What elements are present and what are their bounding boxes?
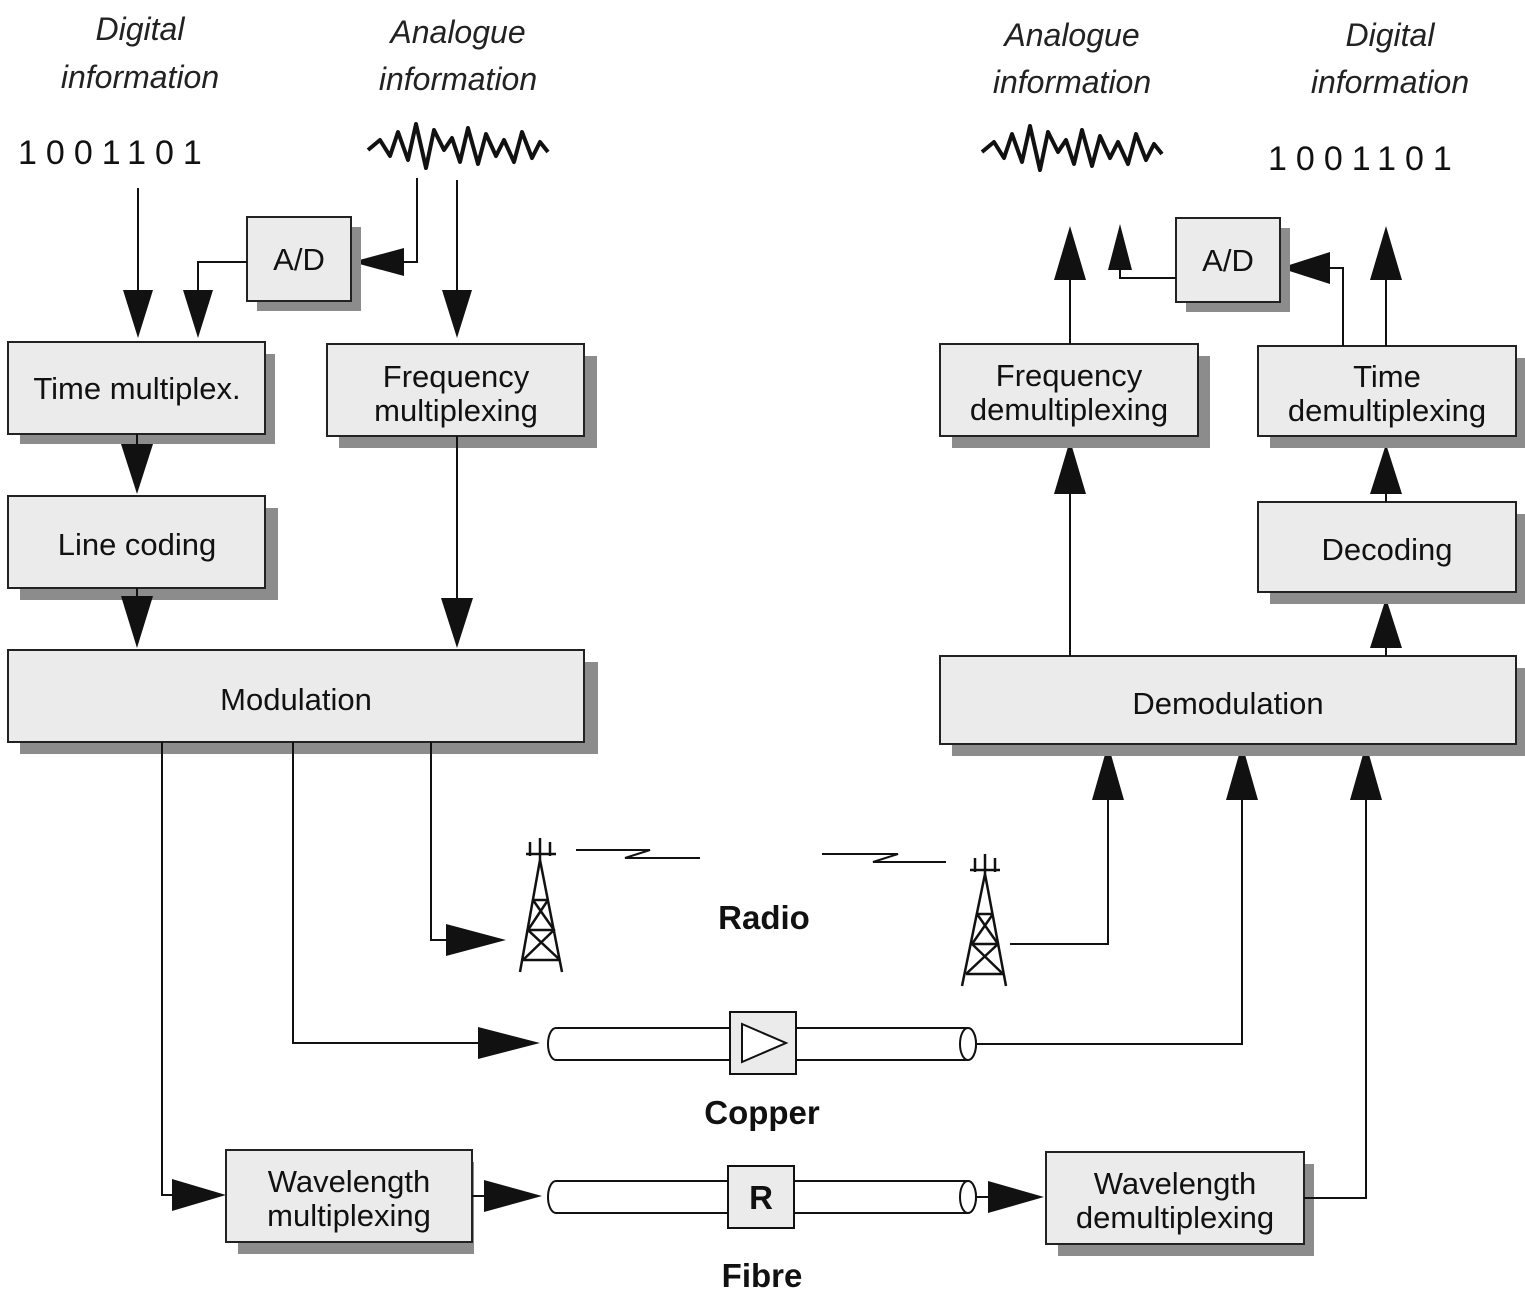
time-multiplex-box	[7, 341, 266, 435]
arrow-into-ad-left	[352, 248, 404, 276]
wavelength-multiplexing-box	[225, 1149, 473, 1243]
arrow-into-radio-tx	[446, 924, 506, 956]
arrow-into-line-coding	[121, 444, 153, 494]
frequency-demultiplexing-label-1: Frequency	[996, 358, 1143, 393]
line-mod-to-copper	[292, 742, 500, 1044]
source-analogue-wave-icon	[366, 122, 550, 170]
arrow-into-mod-2	[441, 598, 473, 648]
arrow-into-demod-2	[1226, 744, 1258, 800]
arrow-into-demod-3	[1350, 744, 1382, 800]
frequency-demultiplexing-label-2: demultiplexing	[970, 392, 1168, 427]
dest-analogue-heading-line1: Analogue	[1002, 17, 1139, 53]
arrow-into-fibre	[484, 1180, 542, 1212]
line-analogue-to-ad	[380, 178, 418, 263]
source-analogue-heading: Analogue information	[379, 14, 537, 97]
wavelength-demultiplexing-label-1: Wavelength	[1094, 1166, 1257, 1201]
line-wddm-to-demod	[1304, 790, 1367, 1199]
arrow-into-mod-1	[121, 596, 153, 648]
arrow-into-decoding	[1370, 598, 1402, 648]
demodulation-label: Demodulation	[1132, 686, 1323, 721]
source-digital-heading-line2: information	[61, 59, 219, 95]
fibre-label: Fibre	[722, 1257, 803, 1293]
wavelength-multiplexing-label-2: multiplexing	[267, 1198, 431, 1233]
time-demultiplexing-box	[1257, 345, 1517, 437]
radio-tower-tx-icon	[518, 838, 564, 973]
arrow-out-ad	[1108, 224, 1132, 270]
time-demultiplexing-label-2: demultiplexing	[1288, 393, 1486, 428]
arrow-into-tmux-1	[123, 290, 153, 338]
wavelength-demultiplexing-box	[1045, 1151, 1305, 1245]
arrow-into-fdemux	[1054, 440, 1086, 494]
dest-analogue-heading: Analogue information	[993, 17, 1151, 100]
ad-left-label: A/D	[273, 242, 325, 277]
decoding-label: Decoding	[1322, 532, 1453, 567]
radio-label: Radio	[718, 899, 810, 936]
time-multiplex-label: Time multiplex.	[33, 371, 240, 406]
line-radio-to-demod	[1010, 790, 1109, 945]
wavelength-multiplexing-label-1: Wavelength	[268, 1164, 431, 1199]
dest-bits: 1001101	[1268, 140, 1461, 178]
line-coding-box	[7, 495, 266, 589]
line-coding-label: Line coding	[58, 527, 217, 562]
arrow-into-fmux	[442, 290, 472, 338]
radio-link-left	[576, 849, 700, 859]
arrow-into-wddm	[988, 1181, 1044, 1213]
source-analogue-heading-line1: Analogue	[388, 14, 525, 50]
source-bits: 1001101	[18, 134, 211, 172]
ad-right-label: A/D	[1202, 243, 1254, 278]
dest-digital-heading-line2: information	[1311, 64, 1469, 100]
wavelength-demultiplexing-label-2: demultiplexing	[1076, 1200, 1274, 1235]
dest-analogue-heading-line2: information	[993, 64, 1151, 100]
line-mod-to-radio	[430, 742, 470, 941]
repeater-label: R	[749, 1179, 773, 1216]
dest-digital-heading-line1: Digital	[1346, 17, 1436, 53]
demodulation-box	[939, 655, 1517, 745]
arrow-into-copper	[478, 1027, 540, 1059]
arrow-into-tdemux	[1370, 444, 1402, 494]
frequency-multiplexing-label-2: multiplexing	[374, 393, 538, 428]
dest-digital-heading: Digital information	[1311, 17, 1469, 100]
frequency-multiplexing-label-1: Frequency	[383, 359, 530, 394]
time-demultiplexing-label-1: Time	[1353, 359, 1421, 394]
line-copper-to-demod	[976, 790, 1243, 1045]
modulation-label: Modulation	[220, 682, 372, 717]
dest-analogue-wave-icon	[980, 124, 1164, 172]
radio-tower-rx-icon	[960, 854, 1008, 987]
source-digital-heading-line1: Digital	[96, 11, 186, 47]
arrow-into-wdm	[172, 1179, 226, 1211]
arrow-out-digital	[1370, 226, 1402, 280]
ad-left-box	[246, 216, 352, 302]
line-mod-to-wdm	[161, 742, 190, 1196]
source-analogue-heading-line2: information	[379, 61, 537, 97]
ad-right-box	[1175, 217, 1281, 303]
arrow-into-tmux-2	[183, 290, 213, 338]
amplifier-icon	[729, 1011, 797, 1075]
decoding-box	[1257, 501, 1517, 593]
copper-label: Copper	[704, 1094, 820, 1131]
line-ad-to-tmux	[197, 261, 247, 300]
frequency-multiplexing-box	[326, 343, 585, 437]
arrow-out-analogue	[1054, 226, 1086, 280]
arrow-into-ad-right	[1280, 252, 1330, 284]
modulation-box	[7, 649, 585, 743]
frequency-demultiplexing-box	[939, 343, 1199, 437]
arrow-into-demod-1	[1092, 744, 1124, 800]
radio-link-right	[822, 853, 946, 863]
repeater-icon: R	[727, 1165, 795, 1229]
source-digital-heading: Digital information	[61, 11, 219, 95]
